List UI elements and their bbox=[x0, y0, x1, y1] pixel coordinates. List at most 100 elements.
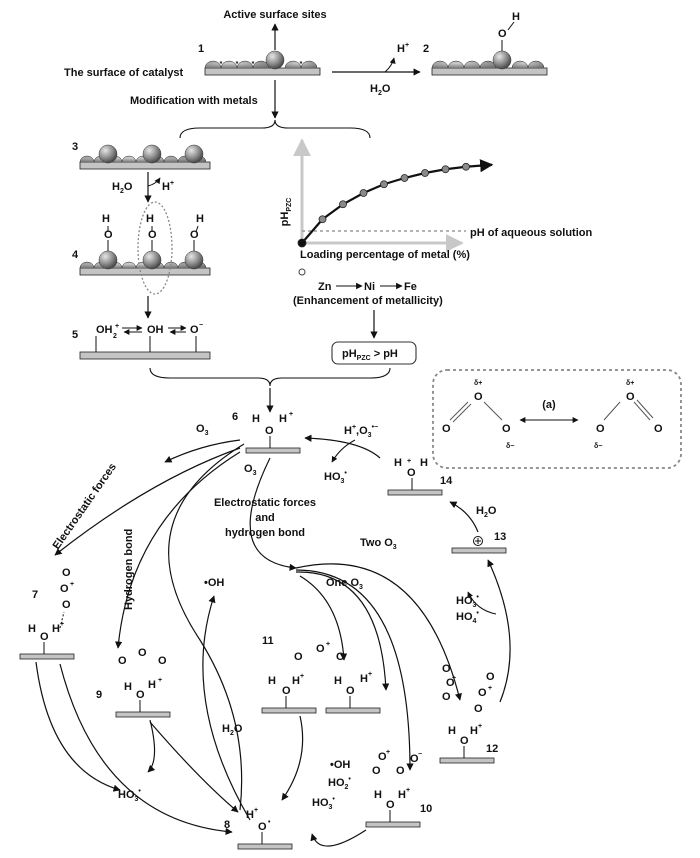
svg-text:O: O bbox=[294, 651, 303, 663]
svg-text:O: O bbox=[442, 423, 451, 435]
svg-text:O: O bbox=[378, 751, 387, 763]
loading-label: Loading percentage of metal (%) bbox=[300, 249, 470, 261]
svg-text:O: O bbox=[104, 229, 113, 241]
svg-text:+: + bbox=[407, 458, 411, 465]
oh-radical-2: •OH bbox=[330, 759, 350, 771]
electrostatic-label: Electrostatic forces bbox=[51, 461, 119, 552]
label-7: 7 bbox=[32, 589, 38, 601]
h2o-8: H2O bbox=[222, 723, 243, 737]
svg-text:H: H bbox=[52, 623, 60, 635]
label-12: 12 bbox=[486, 743, 498, 755]
svg-text:+: + bbox=[289, 411, 293, 418]
es-hb-line1: Electrostatic forces bbox=[214, 497, 316, 509]
svg-text:O: O bbox=[410, 753, 419, 765]
svg-text:H: H bbox=[252, 413, 260, 425]
svg-text:−: − bbox=[418, 751, 422, 758]
oh-radical-1: •OH bbox=[204, 577, 224, 589]
svg-text:HO3•: HO3• bbox=[324, 470, 347, 485]
svg-text:O: O bbox=[40, 631, 49, 643]
svg-text:O: O bbox=[460, 735, 469, 747]
species-13 bbox=[451, 536, 507, 554]
svg-text:δ−: δ− bbox=[506, 443, 514, 450]
data-point bbox=[462, 162, 470, 171]
svg-text:δ+: δ+ bbox=[626, 380, 634, 387]
o3-6: O3 bbox=[196, 423, 209, 437]
svg-text:+: + bbox=[368, 671, 372, 678]
svg-text:O: O bbox=[148, 229, 157, 241]
svg-text:*: * bbox=[236, 61, 239, 68]
ph-compare: pHPZC > pH bbox=[342, 348, 398, 362]
svg-text:+: + bbox=[488, 685, 492, 692]
svg-text:H: H bbox=[102, 213, 110, 225]
label-9: 9 bbox=[96, 689, 102, 701]
surface-label: The surface of catalyst bbox=[64, 67, 184, 79]
data-point bbox=[297, 238, 307, 248]
svg-text:H: H bbox=[420, 457, 428, 469]
es-hb-line2: and bbox=[255, 512, 275, 524]
svg-text:δ−: δ− bbox=[594, 443, 602, 450]
svg-text:+: + bbox=[452, 675, 456, 682]
svg-text:+: + bbox=[158, 677, 162, 684]
ph-pzc-curve bbox=[301, 159, 494, 244]
label-4: 4 bbox=[72, 249, 79, 261]
svg-text:O: O bbox=[442, 691, 451, 703]
svg-text:H: H bbox=[334, 675, 342, 687]
brace-bottom bbox=[149, 367, 391, 387]
h2o-1: H2O bbox=[370, 83, 391, 97]
svg-text:*: * bbox=[300, 61, 303, 68]
series-fe: Fe bbox=[404, 281, 417, 293]
svg-text:O: O bbox=[502, 423, 511, 435]
data-point bbox=[400, 174, 409, 182]
svg-text:H+: H+ bbox=[162, 180, 174, 193]
active-sites-label: Active surface sites bbox=[223, 9, 326, 21]
svg-text:H: H bbox=[394, 457, 402, 469]
species-8: O•H+ bbox=[237, 807, 293, 850]
brace-top bbox=[179, 119, 371, 139]
svg-text:O: O bbox=[258, 821, 267, 833]
svg-text:H: H bbox=[292, 675, 300, 687]
svg-text:O: O bbox=[474, 391, 483, 403]
one-o3-label: One O3 bbox=[326, 577, 363, 591]
data-point bbox=[421, 169, 429, 177]
enhancement-label: (Enhancement of metallicity) bbox=[293, 295, 443, 307]
h2o-13: H2O bbox=[476, 505, 497, 519]
svg-text:O: O bbox=[190, 229, 199, 241]
label-10: 10 bbox=[420, 803, 432, 815]
svg-text:O: O bbox=[282, 685, 291, 697]
svg-text:HO2•: HO2• bbox=[328, 776, 351, 791]
label-3: 3 bbox=[72, 141, 78, 153]
svg-text:O: O bbox=[265, 425, 274, 437]
svg-text:O: O bbox=[446, 677, 455, 689]
svg-text:+: + bbox=[254, 807, 258, 814]
label-6: 6 bbox=[232, 411, 238, 423]
svg-text:−: − bbox=[199, 322, 203, 329]
data-point bbox=[339, 200, 347, 209]
svg-text:(a): (a) bbox=[542, 399, 556, 411]
svg-text:O: O bbox=[118, 655, 127, 667]
svg-text:O: O bbox=[596, 423, 605, 435]
svg-text:O: O bbox=[316, 643, 325, 655]
svg-text:H: H bbox=[374, 789, 382, 801]
svg-text:H: H bbox=[470, 725, 478, 737]
ph-pzc-axis-label: pHPZC bbox=[279, 198, 293, 227]
svg-text:*: * bbox=[252, 61, 255, 68]
svg-text:O: O bbox=[474, 703, 483, 715]
svg-text:H: H bbox=[146, 213, 154, 225]
svg-text:H2O: H2O bbox=[112, 181, 133, 195]
svg-text:H: H bbox=[398, 789, 406, 801]
ph-aqueous-label: pH of aqueous solution bbox=[470, 227, 592, 239]
svg-text:HO4•: HO4• bbox=[456, 610, 479, 625]
svg-text:O: O bbox=[346, 685, 355, 697]
series-ni: Ni bbox=[364, 281, 375, 293]
svg-text:O: O bbox=[486, 671, 495, 683]
svg-text:O: O bbox=[442, 663, 451, 675]
svg-text:+: + bbox=[70, 581, 74, 588]
catalyst-surface-3 bbox=[79, 144, 211, 170]
catalyst-surface-2: O H bbox=[431, 11, 548, 76]
svg-text:H: H bbox=[448, 725, 456, 737]
svg-text:H: H bbox=[279, 413, 287, 425]
svg-text:H: H bbox=[246, 809, 254, 821]
